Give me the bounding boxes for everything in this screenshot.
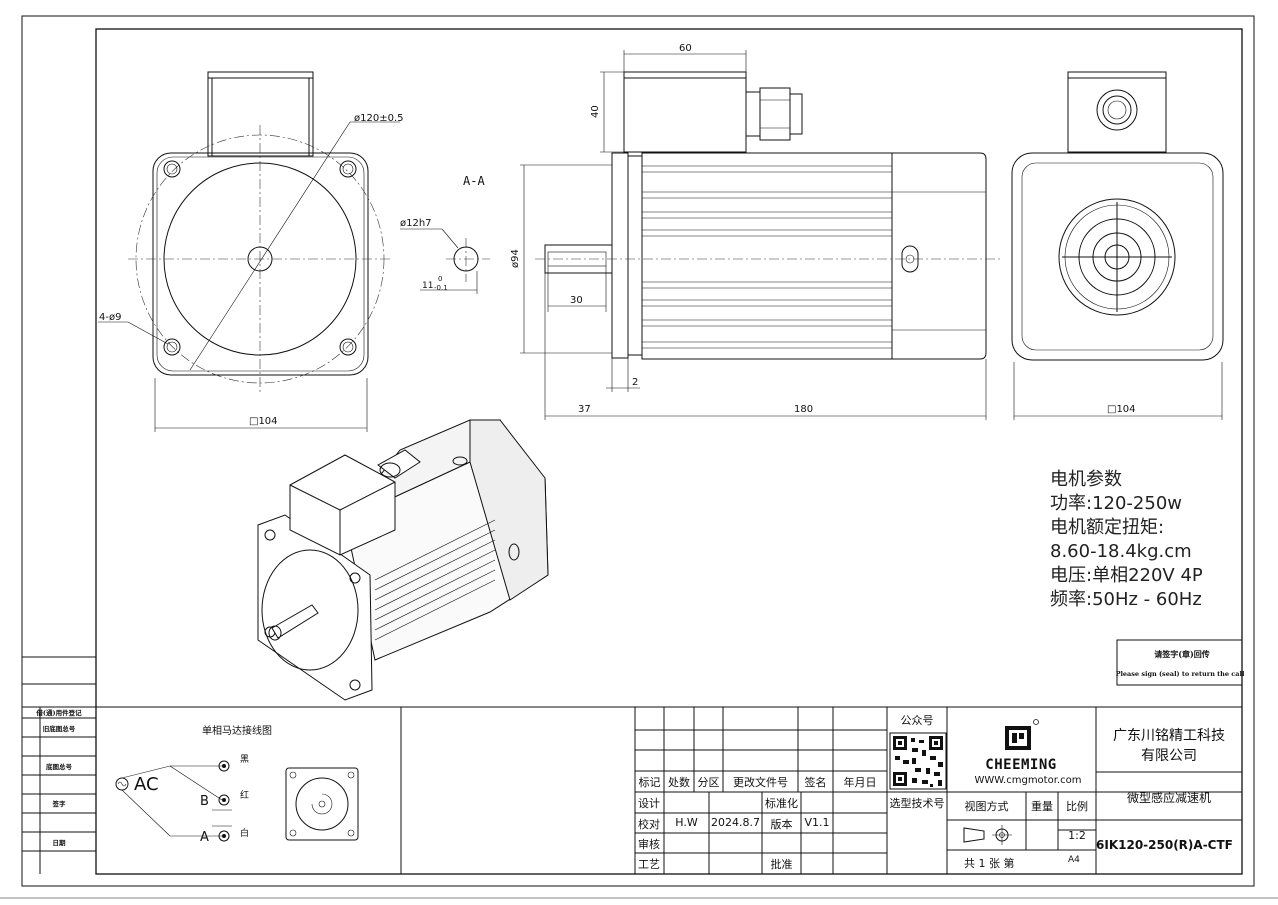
wire-white-label: 白 (240, 827, 249, 839)
dim-key-len: 30 (570, 295, 583, 306)
params-power: 功率:120-250w (1050, 493, 1182, 514)
rev-header-date: 年月日 (843, 776, 877, 789)
fan-grille (1058, 198, 1176, 316)
brand-url: WWW.cmgmotor.com (975, 775, 1082, 786)
wiring-ac-label: AC (134, 774, 159, 795)
wire-black-label: 黑 (240, 754, 249, 765)
side-view: 60 40 ø94 30 2 37 180 (510, 43, 1000, 420)
rev-row-version: V1.1 (804, 816, 830, 829)
rev-header-doc: 更改文件号 (733, 776, 788, 789)
dim-box-height: 40 (590, 105, 601, 118)
rev-row-process: 工艺 (638, 858, 660, 871)
projection-symbol (963, 827, 985, 843)
rev-row-version-label: 版本 (770, 818, 793, 831)
title-block (947, 707, 1242, 874)
params-voltage: 电压:单相220V 4P (1050, 565, 1203, 586)
revision-table (634, 707, 888, 874)
wire-b-label: B (200, 794, 209, 809)
params-title: 电机参数 (1050, 469, 1122, 490)
dim-rear-width: □104 (1107, 404, 1136, 415)
rev-header-mark: 标记 (638, 776, 661, 789)
rev-row-standard: 标准化 (765, 797, 798, 810)
dim-shoulder: 2 (632, 377, 638, 388)
dim-flange-dia: ø94 (510, 249, 521, 268)
rev-row-check-who: H.W (675, 816, 698, 829)
rev-row-check: 校对 (638, 818, 660, 831)
dim-holes: 4-ø9 (99, 312, 121, 323)
side-motor-body (641, 152, 893, 360)
front-flange-square (152, 152, 369, 376)
sign-box-en: Please sign (seal) to return the call (1116, 670, 1245, 678)
dim-key: 11 (422, 281, 433, 291)
side-junction-box (623, 71, 747, 153)
qr-area (887, 707, 948, 874)
isometric-view (257, 419, 549, 701)
params-torque-label: 电机额定扭矩: (1050, 517, 1165, 538)
rev-header-sign: 签名 (804, 776, 827, 789)
params-torque-value: 8.60-18.4kg.cm (1050, 541, 1192, 562)
paper-size: A4 (1068, 855, 1080, 865)
params-frequency: 频率:50Hz - 60Hz (1050, 589, 1202, 610)
rev-row-review: 审核 (638, 838, 660, 851)
sign-box-cn: 请签字(章)回传 (1154, 649, 1210, 659)
wire-red-label: 红 (240, 789, 249, 801)
sign-box: 请签字(章)回传 Please sign (seal) to return th… (1116, 639, 1245, 686)
company-line1: 广东川铭精工科技 (1113, 728, 1225, 744)
strip-label-4: 日期 (53, 838, 67, 847)
shaft-section: A-A ø12h7 11 0 -0.1 (400, 174, 490, 294)
scale-value: 1:2 (1068, 829, 1086, 842)
strip-label-0: 借(通)用件登记 (35, 708, 82, 717)
dim-box-width: 60 (679, 43, 692, 54)
rear-housing (1011, 152, 1224, 361)
dim-shaft-dia: ø12h7 (400, 218, 432, 229)
strip-label-2: 底图总号 (46, 762, 73, 771)
dim-front-width: □104 (249, 416, 278, 427)
wire-a-label: A (200, 830, 209, 845)
scale-label: 比例 (1066, 800, 1088, 813)
strip-label-1: 旧底图总号 (43, 724, 76, 733)
left-strip: 借(通)用件登记 旧底图总号 底图总号 签字 日期 (22, 656, 96, 874)
brand-logo: CHEEMING WWW.cmgmotor.com (975, 719, 1082, 786)
wiring-title: 单相马达接线图 (202, 724, 272, 737)
dim-bolt-circle: ø120±0.5 (354, 113, 404, 124)
rev-header-count: 处数 (668, 776, 690, 789)
dim-key-tol-upper: 0 (438, 275, 442, 283)
dim-shaft-len: 37 (578, 404, 591, 415)
wiring-diagram: 单相马达接线图 AC B A 黑 红 白 (115, 724, 359, 845)
model-number: 6IK120-250(R)A-CTF (1096, 838, 1233, 852)
product-name: 微型感应减速机 (1126, 791, 1211, 805)
rev-row-approve: 批准 (770, 858, 793, 871)
outer-frame (21, 15, 1255, 887)
sheet-count: 共 1 张 第 (964, 857, 1015, 870)
qr-caption-public: 公众号 (900, 714, 934, 727)
fan-cover (891, 152, 987, 360)
qr-caption-tech: 选型技术号 (889, 797, 945, 810)
rev-header-zone: 分区 (697, 776, 720, 789)
dim-key-tol-lower: -0.1 (434, 284, 448, 292)
section-label: A-A (463, 174, 485, 188)
inner-frame (95, 28, 1243, 875)
company-line2: 有限公司 (1141, 748, 1197, 764)
view-method-label: 视图方式 (964, 800, 1009, 813)
motor-parameters: 电机参数 功率:120-250w 电机额定扭矩: 8.60-18.4kg.cm … (1050, 468, 1250, 612)
front-view: ø120±0.5 4-ø9 □104 (98, 71, 404, 432)
junction-box-outline (207, 71, 314, 157)
rev-row-check-date: 2024.8.7 (711, 816, 760, 829)
weight-label: 重量 (1031, 800, 1053, 813)
dim-body-len: 180 (794, 404, 813, 415)
brand-name: CHEEMING (985, 757, 1056, 773)
rev-row-design: 设计 (638, 797, 660, 810)
rear-view: □104 (1011, 71, 1224, 420)
strip-label-3: 签字 (52, 799, 67, 808)
